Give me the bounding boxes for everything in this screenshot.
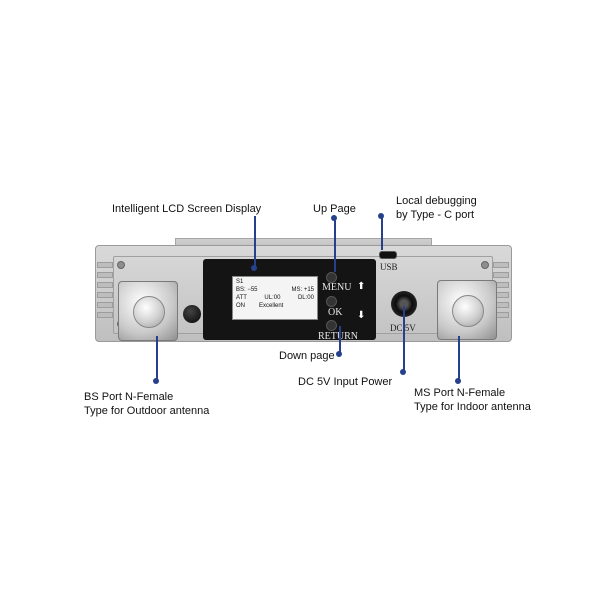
callout-line-up-page [334,216,336,272]
lcd-bs-value: BS: −55 [236,287,258,293]
fin [97,272,113,278]
callout-dot [251,265,257,271]
up-arrow-icon: ⬆ [357,281,366,292]
callout-dot [378,213,384,219]
callout-bs-port-line2: Type for Outdoor antenna [84,405,210,417]
menu-key-label: MENU [322,282,352,293]
callout-dot [455,378,461,384]
lcd-quality: Excellent [259,303,284,309]
callout-dot [400,369,406,375]
lcd-att: ATT [236,295,247,301]
callout-line-dc [403,306,405,372]
screw-icon [117,261,125,269]
lcd-ul: UL:00 [264,295,281,301]
lcd-dl: DL:00 [297,295,314,301]
callout-local-debugging-line2: by Type - C port [396,209,475,221]
usb-type-c-port[interactable] [379,251,397,259]
fin [97,312,113,318]
callout-up-page: Up Page [313,203,356,215]
callout-bs-port: BS Port N-Female Type for Outdoor antenn… [84,390,209,418]
down-arrow-icon: ⬇ [357,310,366,321]
callout-line-down-page [339,326,341,354]
ok-key-label: OK [328,307,343,318]
callout-ms-port: MS Port N-Female Type for Indoor antenna [414,386,531,414]
ok-button[interactable] [326,296,337,307]
callout-line-ms [458,336,460,382]
up-page-button[interactable] [326,272,337,283]
fin [97,302,113,308]
callout-line-usb [381,216,383,250]
fin [97,262,113,268]
callout-local-debugging: Local debugging by Type - C port [396,194,477,222]
lcd-screen: S1 BS: −55 MS: +15 ATT UL:00 DL:00 ON Ex… [232,276,318,320]
callout-down-page: Down page [279,350,335,362]
callout-ms-port-line2: Type for Indoor antenna [414,401,531,413]
dc-label: DC 5V [390,323,416,333]
fin [493,262,509,268]
bs-port-connector[interactable] [118,281,178,341]
return-key-label: RETURN [318,331,358,342]
callout-dot [331,215,337,221]
callout-lcd: Intelligent LCD Screen Display [112,203,262,215]
fin [97,282,113,288]
callout-line-lcd [254,216,256,268]
usb-label: USB [380,262,398,272]
lcd-row-3: ATT UL:00 DL:00 [236,294,314,302]
fin [493,272,509,278]
callout-local-debugging-line1: Local debugging [396,195,477,207]
lcd-row-4: ON Excellent [236,302,314,310]
lcd-row-1: S1 [236,279,244,285]
callout-dot [336,351,342,357]
knob-icon [183,305,201,323]
callout-bs-port-line1: BS Port N-Female [84,391,174,403]
lcd-ms-value: MS: +15 [291,287,314,293]
ms-port-connector[interactable] [437,280,497,340]
connector-center-icon [133,296,165,328]
screw-icon [481,261,489,269]
callout-dc-input: DC 5V Input Power [298,376,393,388]
callout-line-bs [156,336,158,382]
connector-center-icon [452,295,484,327]
lcd-row-2: BS: −55 MS: +15 [236,286,314,294]
down-page-button[interactable] [326,320,337,331]
callout-ms-port-line1: MS Port N-Female [414,387,506,399]
fin [97,292,113,298]
callout-dot [153,378,159,384]
lcd-status: ON [236,303,245,309]
